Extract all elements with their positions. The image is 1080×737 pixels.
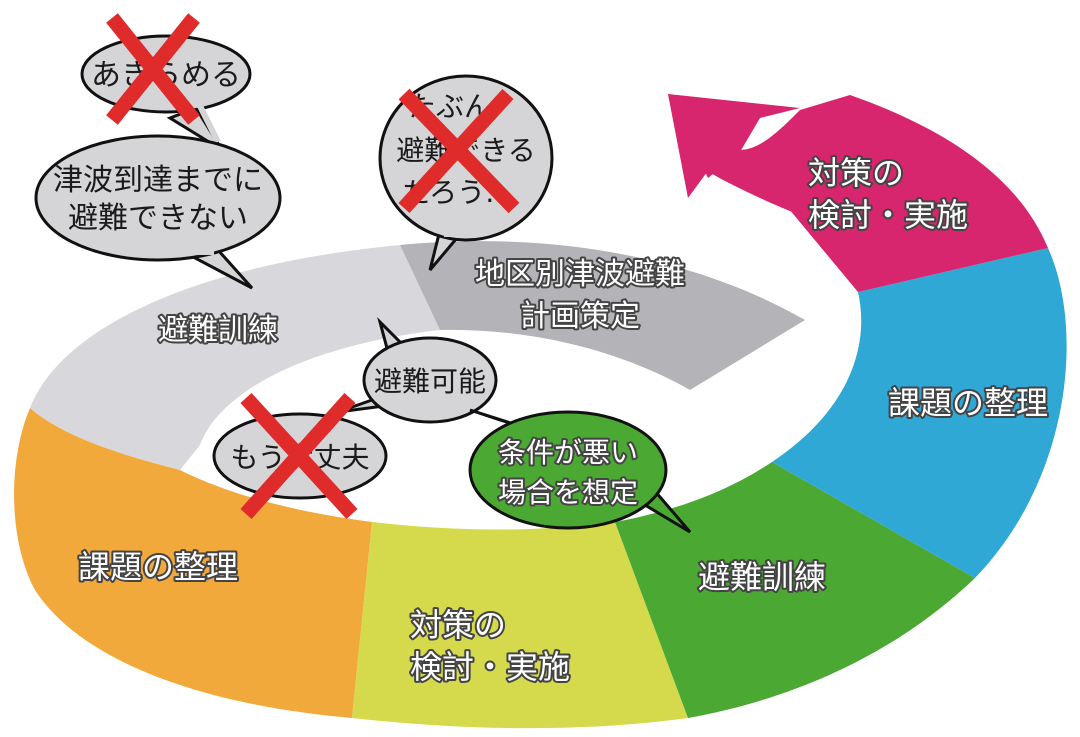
label-inner-plan-line2: 計画策定 (520, 299, 640, 334)
cross-mark-icon (398, 88, 520, 214)
outer-ring-issues-segment-1 (14, 408, 372, 718)
bubble-cannot-evacuate-line2: 避難できない (68, 201, 248, 236)
bubble-assume-worst: 条件が悪い 場合を想定 (468, 408, 692, 534)
bubble-cannot-evacuate: 津波到達までに 避難できない (34, 134, 282, 290)
outer-ring-issues-segment-2 (772, 248, 1067, 578)
label-outer-measures-2-line2: 検討・実施 (808, 196, 968, 234)
arrow-head-icon (668, 94, 800, 178)
label-outer-measures-1-line1: 対策の (410, 606, 506, 644)
bubble-possible-text: 避難可能 (374, 365, 486, 398)
outer-ring-measures-segment-2 (668, 94, 1048, 292)
label-outer-measures-2-line1: 対策の (808, 154, 904, 192)
label-outer-measures-1-line2: 検討・実施 (410, 648, 570, 686)
cross-mark-icon (106, 13, 200, 125)
inner-ring-training-segment (30, 245, 440, 470)
bubble-cannot-evacuate-line1: 津波到達までに (53, 163, 263, 198)
outer-ring-training-segment (615, 462, 975, 718)
label-inner-training: 避難訓練 (158, 313, 278, 348)
cross-mark-icon (240, 392, 358, 520)
outer-ring-measures-segment-1 (352, 522, 688, 729)
label-outer-issues-1: 課題の整理 (78, 548, 238, 586)
bubble-assume-line2: 場合を想定 (498, 476, 638, 509)
label-inner-plan-line1: 地区別津波避難 (475, 257, 685, 292)
bubble-assume-line1: 条件が悪い (498, 436, 638, 469)
inner-ring-plan-segment (400, 241, 805, 390)
label-outer-training: 避難訓練 (698, 558, 826, 596)
label-outer-issues-2: 課題の整理 (888, 384, 1048, 422)
